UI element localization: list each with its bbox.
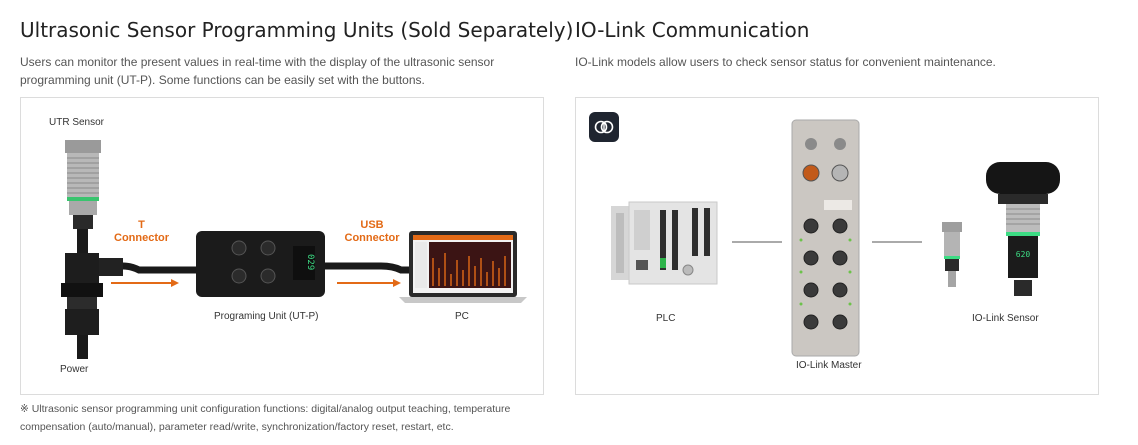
plc-label: PLC bbox=[656, 313, 676, 324]
programming-unit-image bbox=[196, 231, 325, 297]
io-link-sensor-large-image bbox=[986, 162, 1060, 296]
utr-sensor-label: UTR Sensor bbox=[49, 117, 105, 128]
sensor-display-value: 620 bbox=[1015, 250, 1031, 259]
t-connector-label-line1: T bbox=[138, 219, 145, 231]
programming-unit-diagram: UTR Sensor T Connector USB Connector 029… bbox=[20, 97, 544, 395]
section-description: Users can monitor the present values in … bbox=[20, 55, 495, 87]
section-description: IO-Link models allow users to check sens… bbox=[575, 55, 996, 69]
io-link-diagram: 620 PLC IO-Link Master IO-Link Sensor bbox=[575, 97, 1099, 395]
brain-icon bbox=[589, 112, 619, 142]
io-link-illustration bbox=[611, 119, 1060, 357]
io-link-master-label: IO-Link Master bbox=[796, 360, 862, 371]
programming-unit-label: Programing Unit (UT-P) bbox=[214, 311, 319, 322]
configuration-note: ※ Ultrasonic sensor programming unit con… bbox=[20, 403, 511, 433]
utr-sensor-image bbox=[65, 140, 101, 229]
usb-connector-label: USB Connector bbox=[339, 219, 405, 245]
t-connector-label: T Connector bbox=[109, 219, 174, 245]
io-link-sensor-label: IO-Link Sensor bbox=[972, 313, 1039, 324]
usb-connector-label-line2: Connector bbox=[344, 232, 400, 244]
usb-connector-label-line1: USB bbox=[360, 219, 384, 231]
power-label: Power bbox=[60, 364, 89, 375]
t-connector-label-line2: Connector bbox=[114, 232, 169, 244]
diagram-illustration bbox=[61, 140, 527, 359]
section-title: Ultrasonic Sensor Programming Units (Sol… bbox=[20, 18, 574, 42]
pc-label: PC bbox=[455, 311, 469, 322]
unit-display-value: 029 bbox=[305, 254, 315, 271]
io-link-master-image bbox=[791, 119, 860, 357]
plc-image bbox=[611, 201, 718, 285]
t-connector-image bbox=[61, 253, 123, 335]
section-title: IO-Link Communication bbox=[575, 18, 810, 42]
io-link-sensor-small-image bbox=[942, 222, 962, 287]
laptop-image bbox=[399, 231, 527, 303]
